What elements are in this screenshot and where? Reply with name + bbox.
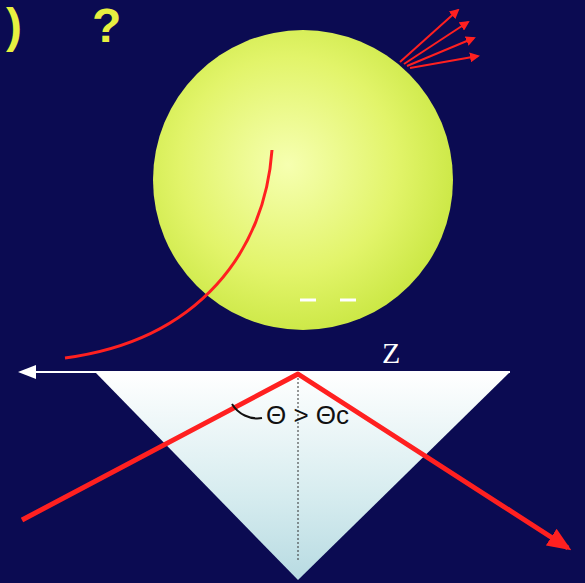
dash-marks (300, 299, 356, 302)
sphere (153, 30, 453, 330)
title-fragment: ? (92, 2, 121, 50)
axis-label: Z (382, 338, 400, 368)
prism (95, 372, 510, 580)
angle-arc (232, 404, 262, 418)
z-axis-head (18, 365, 36, 379)
light-ray (22, 374, 568, 548)
particle-track (65, 150, 272, 358)
angle-label: Θ > Θc (266, 402, 349, 428)
title-fragment: ) (6, 2, 22, 50)
z-axis (34, 371, 510, 373)
photon-arrows (400, 10, 478, 68)
